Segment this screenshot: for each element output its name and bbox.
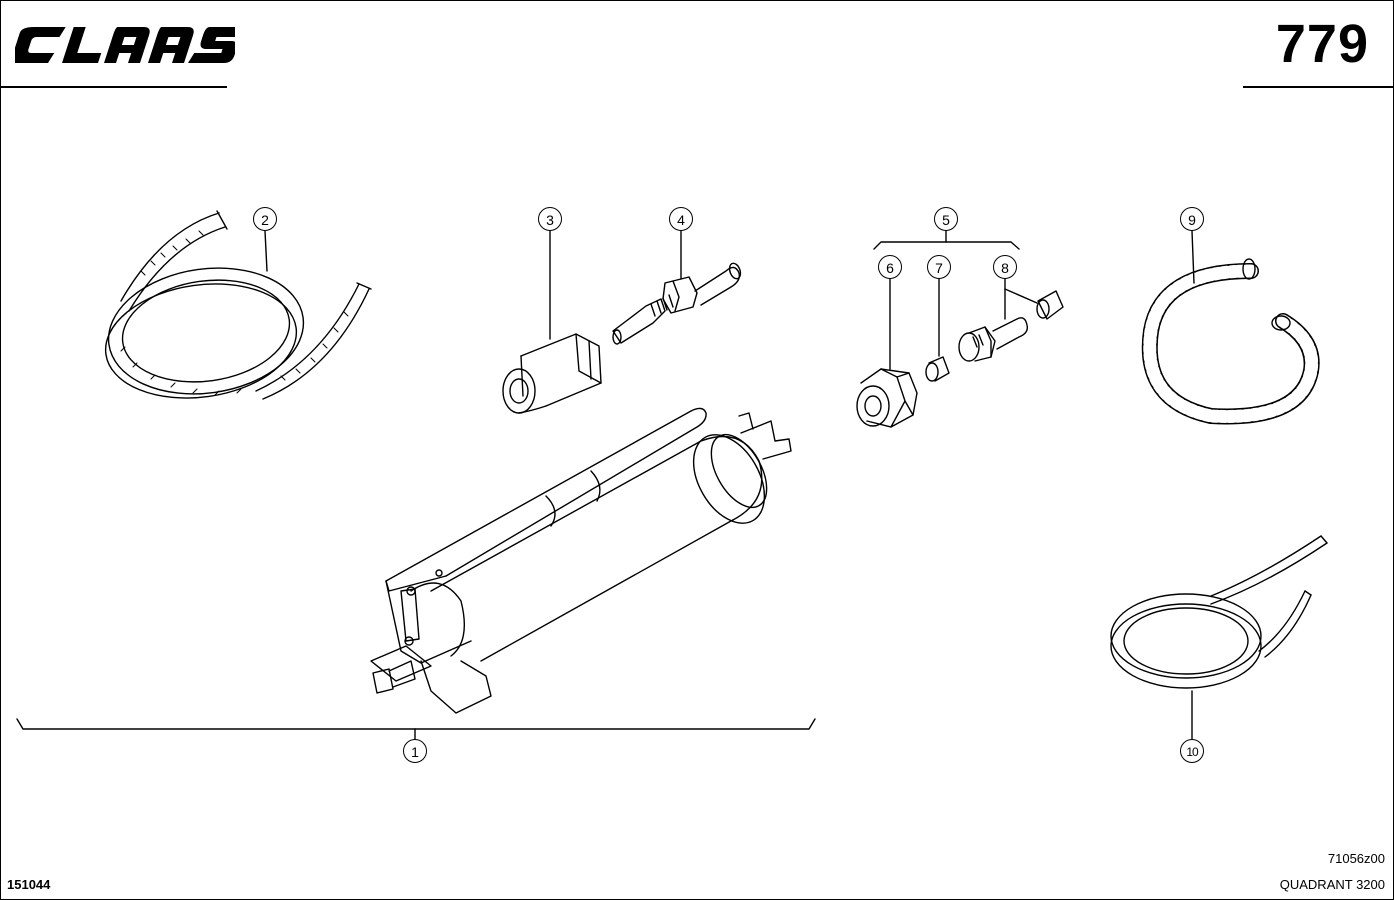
callout-3: 3 xyxy=(538,207,562,231)
document-number: 151044 xyxy=(7,877,51,892)
grease-gun-part xyxy=(370,407,792,714)
union-nut-part xyxy=(856,278,918,428)
drawing-code: 71056z00 xyxy=(1327,851,1385,866)
callout-6: 6 xyxy=(878,255,902,279)
machine-model: QUADRANT 3200 xyxy=(1279,877,1385,892)
page-number: 779 xyxy=(1275,14,1369,74)
coupler-sleeve-part xyxy=(502,230,602,414)
callout-8: 8 xyxy=(993,255,1017,279)
callout-10: 10 xyxy=(1180,739,1204,763)
callout-9: 9 xyxy=(1180,207,1204,231)
callout-5: 5 xyxy=(934,207,958,231)
claas-logo xyxy=(11,23,246,72)
coiled-hose-part xyxy=(104,210,372,400)
callout-4: 4 xyxy=(669,207,693,231)
callout-2: 2 xyxy=(253,207,277,231)
spiral-hose-part xyxy=(1141,230,1320,425)
cutting-ring-part xyxy=(925,278,950,382)
callout-1: 1 xyxy=(403,739,427,763)
header-rule-left xyxy=(1,86,227,88)
header-rule-right xyxy=(1243,86,1394,88)
coiled-pipe-part xyxy=(1110,535,1328,740)
nozzle-fitting-part xyxy=(612,230,742,345)
callout-7: 7 xyxy=(927,255,951,279)
straight-connector-part xyxy=(958,278,1064,362)
